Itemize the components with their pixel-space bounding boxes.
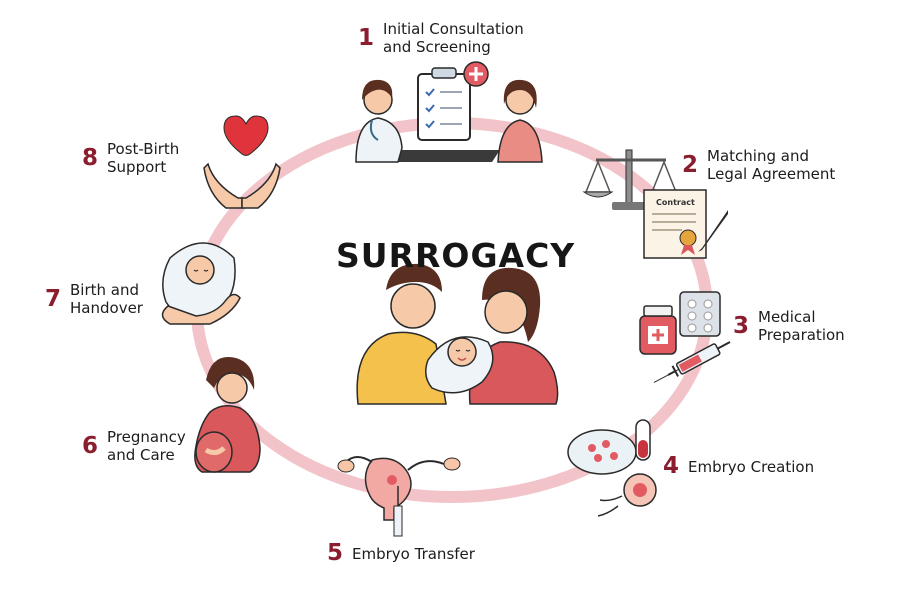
step-8-label-line2: Support	[107, 158, 167, 176]
step-3-number: 3	[733, 312, 750, 339]
step-7-label-line2: Handover	[70, 299, 143, 317]
step-5: 5 Embryo Transfer	[327, 542, 475, 565]
step-3-label-line1: Medical	[758, 308, 816, 326]
step-5-label-line1: Embryo Transfer	[352, 544, 475, 563]
consultation-icon	[355, 61, 543, 163]
step-6-number: 6	[82, 432, 99, 459]
step-8-number: 8	[82, 144, 99, 171]
medicine-syringe-icon	[639, 291, 731, 383]
contract-label: Contract	[656, 198, 695, 207]
step-1-number: 1	[358, 24, 375, 51]
step-5-number: 5	[327, 540, 344, 566]
step-4-label-line1: Embryo Creation	[688, 457, 815, 476]
step-4-number: 4	[663, 453, 680, 479]
step-6-label-line1: Pregnancy	[107, 428, 186, 446]
petri-dish-icon	[567, 419, 657, 517]
step-1-label-line1: Initial Consultation	[383, 20, 524, 38]
scales-contract-icon: Contract	[582, 149, 728, 259]
step-7-number: 7	[45, 285, 62, 312]
step-2-number: 2	[682, 151, 699, 178]
heart-hands-icon	[203, 115, 281, 209]
step-4: 4 Embryo Creation	[663, 455, 814, 478]
step-6-label-line2: and Care	[107, 446, 175, 464]
step-2-label-line2: Legal Agreement	[707, 165, 836, 183]
newborn-icon	[161, 242, 241, 325]
step-2-label-line1: Matching and	[707, 147, 809, 165]
pregnant-woman-icon	[194, 356, 261, 473]
uterus-icon	[337, 456, 461, 537]
step-1-label-line2: and Screening	[383, 38, 491, 56]
step-7-label-line1: Birth and	[70, 281, 140, 299]
diagram-title: SURROGACY	[336, 236, 576, 275]
step-3-label-line2: Preparation	[758, 326, 845, 344]
step-8-label-line1: Post-Birth	[107, 140, 180, 158]
family-icon	[356, 263, 559, 405]
